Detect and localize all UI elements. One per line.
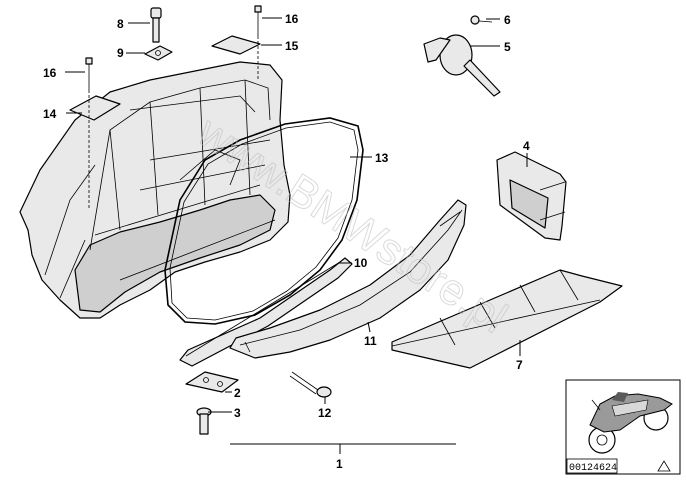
- callout-1: 1: [336, 457, 343, 471]
- callout-8: 8: [117, 17, 124, 31]
- bracket: [496, 151, 567, 241]
- screw-6: [470, 15, 493, 25]
- callout-labels: 8 9 16 15 16 14 6 5 4 13 10 11 7 2 3 12 …: [43, 12, 530, 471]
- callout-12: 12: [318, 406, 332, 420]
- hinge-plate: [185, 371, 239, 393]
- strap: [179, 257, 353, 367]
- callout-14: 14: [43, 107, 57, 121]
- leader-lines: [65, 17, 528, 454]
- callout-9: 9: [117, 46, 124, 60]
- callout-16-upper: 16: [285, 12, 299, 26]
- motorcycle-silhouette-icon: [588, 392, 673, 454]
- callout-2: 2: [234, 386, 241, 400]
- plate-14: [69, 90, 121, 210]
- sensor-with-cable: [423, 34, 501, 97]
- clip-nut-9: [144, 45, 173, 61]
- triangle-icon: [657, 460, 671, 472]
- callout-11: 11: [364, 334, 377, 348]
- bolt-16-upper: [254, 5, 262, 36]
- screw-3: [196, 407, 212, 435]
- callout-15: 15: [285, 39, 299, 53]
- trim-panel: [229, 199, 467, 359]
- diagram-code: 00124624: [569, 463, 617, 474]
- callout-6: 6: [504, 13, 511, 27]
- plate-15: [211, 35, 261, 80]
- callout-13: 13: [375, 151, 389, 165]
- floor-mat: [391, 269, 623, 369]
- bolt-16-left: [85, 57, 93, 90]
- luggage-compartment-frame: [19, 61, 291, 319]
- callout-16-left: 16: [43, 66, 57, 80]
- callout-4: 4: [523, 139, 530, 153]
- callout-5: 5: [504, 40, 511, 54]
- bolt-8: [150, 7, 162, 43]
- callout-10: 10: [354, 256, 368, 270]
- callout-3: 3: [234, 406, 241, 420]
- screw-12: [289, 371, 332, 398]
- seal-gasket: [164, 117, 364, 325]
- thumbnail-box: 00124624: [565, 379, 681, 475]
- callout-7: 7: [516, 358, 523, 372]
